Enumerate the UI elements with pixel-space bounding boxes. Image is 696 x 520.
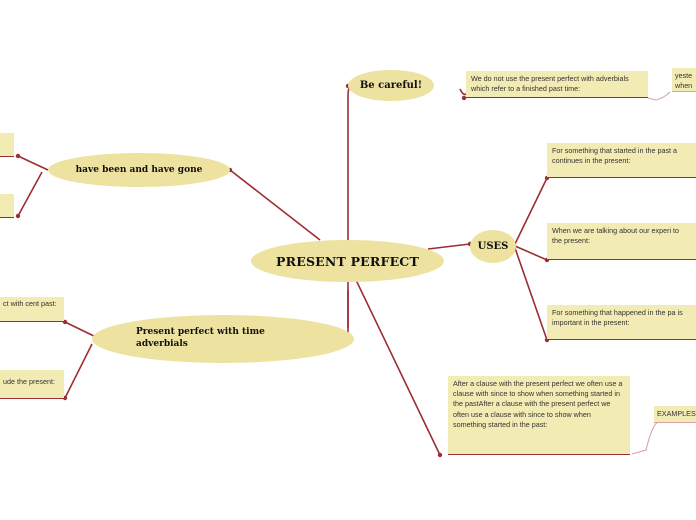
central-node[interactable]: PRESENT PERFECT — [251, 240, 444, 282]
uses-item-3-text: For something that happened in the pa is… — [552, 308, 683, 328]
link-central-uses — [427, 243, 471, 250]
examples-note[interactable]: EXAMPLES — [654, 406, 696, 423]
link-been-gone-upper — [17, 155, 49, 171]
been-gone-note-lower — [0, 194, 14, 218]
since-clause-note-text: After a clause with the present perfect … — [453, 379, 623, 429]
since-clause-note: After a clause with the present perfect … — [448, 376, 630, 455]
link-since-examples — [631, 421, 696, 455]
be-careful-subnote: yeste when — [672, 68, 696, 92]
central-node-label: PRESENT PERFECT — [276, 253, 419, 269]
link-central-since — [355, 279, 441, 456]
link-adverbials-lower — [64, 343, 93, 399]
time-adverbials-note-2: ude the present: — [0, 370, 64, 399]
time-adverbials-note-1-text: ct with cent past: — [3, 299, 57, 308]
time-adverbials-note-1: ct with cent past: — [0, 297, 64, 322]
uses-item-1: For something that started in the past a… — [547, 143, 696, 178]
be-careful-node[interactable]: Be careful! — [348, 70, 434, 101]
time-adverbials-label: Present perfect with time adverbials — [136, 327, 265, 349]
time-adverbials-note-2-text: ude the present: — [3, 377, 55, 386]
link-uses-item-3 — [514, 247, 548, 341]
examples-note-text: EXAMPLES — [657, 409, 696, 418]
link-uses-item-1 — [514, 177, 548, 245]
time-adverbials-node[interactable]: Present perfect with time adverbials — [92, 315, 354, 363]
uses-item-2: When we are talking about our experi to … — [547, 223, 696, 260]
uses-label: USES — [477, 241, 509, 252]
uses-item-3: For something that happened in the pa is… — [547, 305, 696, 340]
uses-node[interactable]: USES — [470, 230, 516, 263]
link-been-gone-lower — [17, 171, 43, 217]
uses-item-1-text: For something that started in the past a… — [552, 146, 678, 166]
be-careful-note: We do not use the present perfect with a… — [466, 71, 648, 98]
be-careful-note-text: We do not use the present perfect with a… — [471, 74, 629, 94]
link-central-been-gone — [229, 169, 321, 241]
link-be-careful-subnote — [647, 91, 671, 101]
uses-item-2-text: When we are talking about our experi to … — [552, 226, 680, 246]
been-gone-label: have been and have gone — [75, 165, 203, 175]
be-careful-label: Be careful! — [359, 80, 423, 91]
been-gone-note-upper — [0, 133, 14, 157]
be-careful-subnote-text: yeste when — [675, 71, 693, 91]
been-gone-node[interactable]: have been and have gone — [48, 153, 230, 187]
link-uses-item-2 — [514, 245, 548, 261]
